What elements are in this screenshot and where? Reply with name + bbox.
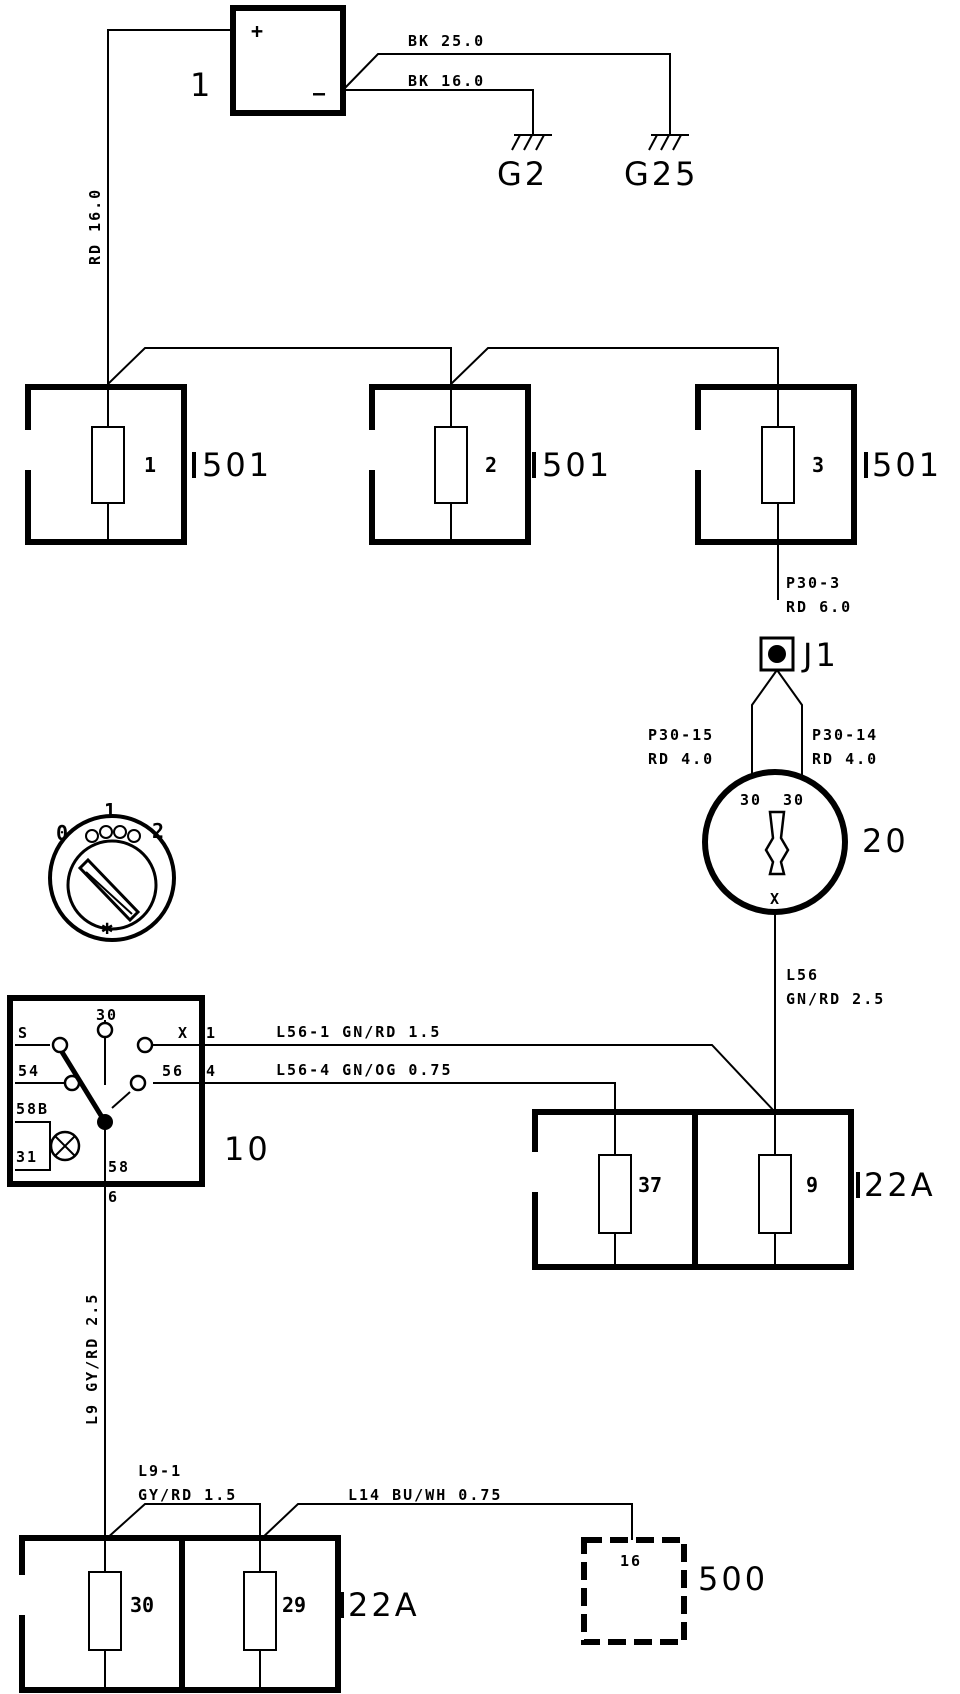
fuse-3 [761, 426, 795, 504]
wire-label-p30-15-color: RD 4.0 [648, 750, 714, 768]
ground-g2: G2 [497, 134, 552, 193]
fuse-37 [598, 1154, 632, 1234]
wire-label-p30-3: P30-3 [786, 574, 841, 592]
switch-pin-6: 6 [108, 1188, 119, 1206]
wire-p30-14 [776, 669, 803, 780]
fuse-box-501-3: 3 501 [692, 384, 942, 545]
wire-label-l14: L14 BU/WH 0.75 [348, 1486, 502, 1504]
fuse-box-22a-bot: 30 29 22A [16, 1535, 420, 1693]
key-slot-icon [764, 810, 790, 876]
ground-g25-label: G25 [624, 155, 699, 193]
switch-pin-58b: 58B [16, 1100, 49, 1118]
fuse-29 [243, 1571, 277, 1651]
wire-label-l9-1: L9-1 [138, 1462, 182, 1480]
fuse-box-22a-bot-label: 22A [348, 1586, 420, 1624]
ground-g2-label: G2 [497, 155, 548, 193]
switch-pin-4: 4 [206, 1062, 217, 1080]
switch-pin-s: S [18, 1024, 29, 1042]
light-switch-knob: 0 1 2 ✱ [48, 799, 176, 942]
fuse-1-box: 501 [202, 446, 272, 484]
fuse-37-num: 37 [638, 1173, 662, 1197]
wire-label-p30-15: P30-15 [648, 726, 714, 744]
wire-rd16 [107, 29, 233, 384]
fuse-1-num: 1 [144, 453, 156, 477]
wire-label-bk16: BK 16.0 [408, 72, 485, 90]
ignition-ref: 20 [862, 822, 909, 860]
module-500-ref: 500 [698, 1560, 768, 1598]
wire-label-p30-14: P30-14 [812, 726, 878, 744]
wire-bk25 [342, 53, 671, 135]
wire-label-l56-4: L56-4 GN/OG 0.75 [276, 1061, 453, 1079]
fuse-29-num: 29 [282, 1593, 306, 1617]
wire-label-p30-14-color: RD 4.0 [812, 750, 878, 768]
knob-symbol: ✱ [101, 915, 113, 939]
fuse-30 [88, 1571, 122, 1651]
light-switch-10: S 30 X 1 54 56 4 58B 31 58 6 10 [7, 995, 271, 1206]
switch-pin-54: 54 [18, 1062, 40, 1080]
junction-j1: J1 [759, 636, 839, 674]
battery: + – 1 [190, 5, 346, 116]
wire-l56-4 [202, 1082, 616, 1155]
wire-label-bk25: BK 25.0 [408, 32, 485, 50]
wire-label-l9: L9 GY/RD 2.5 [83, 1293, 101, 1425]
wire-label-l9-1-color: GY/RD 1.5 [138, 1486, 237, 1504]
wire-label-l56-color: GN/RD 2.5 [786, 990, 885, 1008]
ignition-pin-b: 30 [783, 791, 805, 809]
junction-j1-label: J1 [801, 636, 839, 674]
module-500: 16 500 [581, 1537, 768, 1645]
wire-l9-1 [104, 1503, 261, 1541]
switch-pin-56: 56 [162, 1062, 184, 1080]
wire-label-l56: L56 [786, 966, 819, 984]
switch-pin-58: 58 [108, 1158, 130, 1176]
wire-l14 [259, 1503, 633, 1541]
switch-pin-30: 30 [96, 1006, 118, 1024]
wire-label-rd16: RD 16.0 [86, 188, 104, 265]
wire-bk16 [343, 89, 534, 135]
wire-fuse1-fuse2 [107, 347, 452, 385]
knob-pos-1: 1 [104, 799, 116, 823]
switch-pin-x: X [178, 1024, 189, 1042]
wire-p30-15 [751, 669, 778, 780]
ignition-pin-a: 30 [740, 791, 762, 809]
wire-l56-1 [202, 1044, 776, 1113]
fuse-box-22a-mid: 37 9 22A [529, 1109, 936, 1270]
battery-plus: + [251, 19, 263, 43]
battery-ref: 1 [190, 66, 213, 104]
lamp-icon [49, 1130, 81, 1162]
wire-label-p30-3-color: RD 6.0 [786, 598, 852, 616]
switch-pin-1: 1 [206, 1024, 217, 1042]
fuse-box-501-1: 1 501 [22, 384, 272, 545]
module-500-pin: 16 [620, 1552, 642, 1570]
fuse-3-box: 501 [872, 446, 942, 484]
fuse-2-num: 2 [485, 453, 497, 477]
battery-minus: – [313, 81, 326, 105]
fuse-box-501-2: 2 501 [366, 384, 612, 545]
fuse-1 [91, 426, 125, 504]
fuse-30-num: 30 [130, 1593, 154, 1617]
knob-pos-0: 0 [56, 821, 68, 845]
wire-label-l56-1: L56-1 GN/RD 1.5 [276, 1023, 441, 1041]
fuse-2-box: 501 [542, 446, 612, 484]
switch-pin-31: 31 [16, 1148, 38, 1166]
fuse-box-22a-mid-label: 22A [864, 1166, 936, 1204]
ignition-pin-x: X [770, 890, 781, 908]
fuse-9 [758, 1154, 792, 1234]
fuse-3-num: 3 [812, 453, 824, 477]
fuse-2 [434, 426, 468, 504]
fuse-9-num: 9 [806, 1173, 818, 1197]
ground-g25: G25 [624, 134, 699, 193]
switch-ref: 10 [224, 1130, 271, 1168]
ignition-switch: 30 30 X 20 [702, 769, 909, 915]
knob-pos-2: 2 [152, 819, 164, 843]
